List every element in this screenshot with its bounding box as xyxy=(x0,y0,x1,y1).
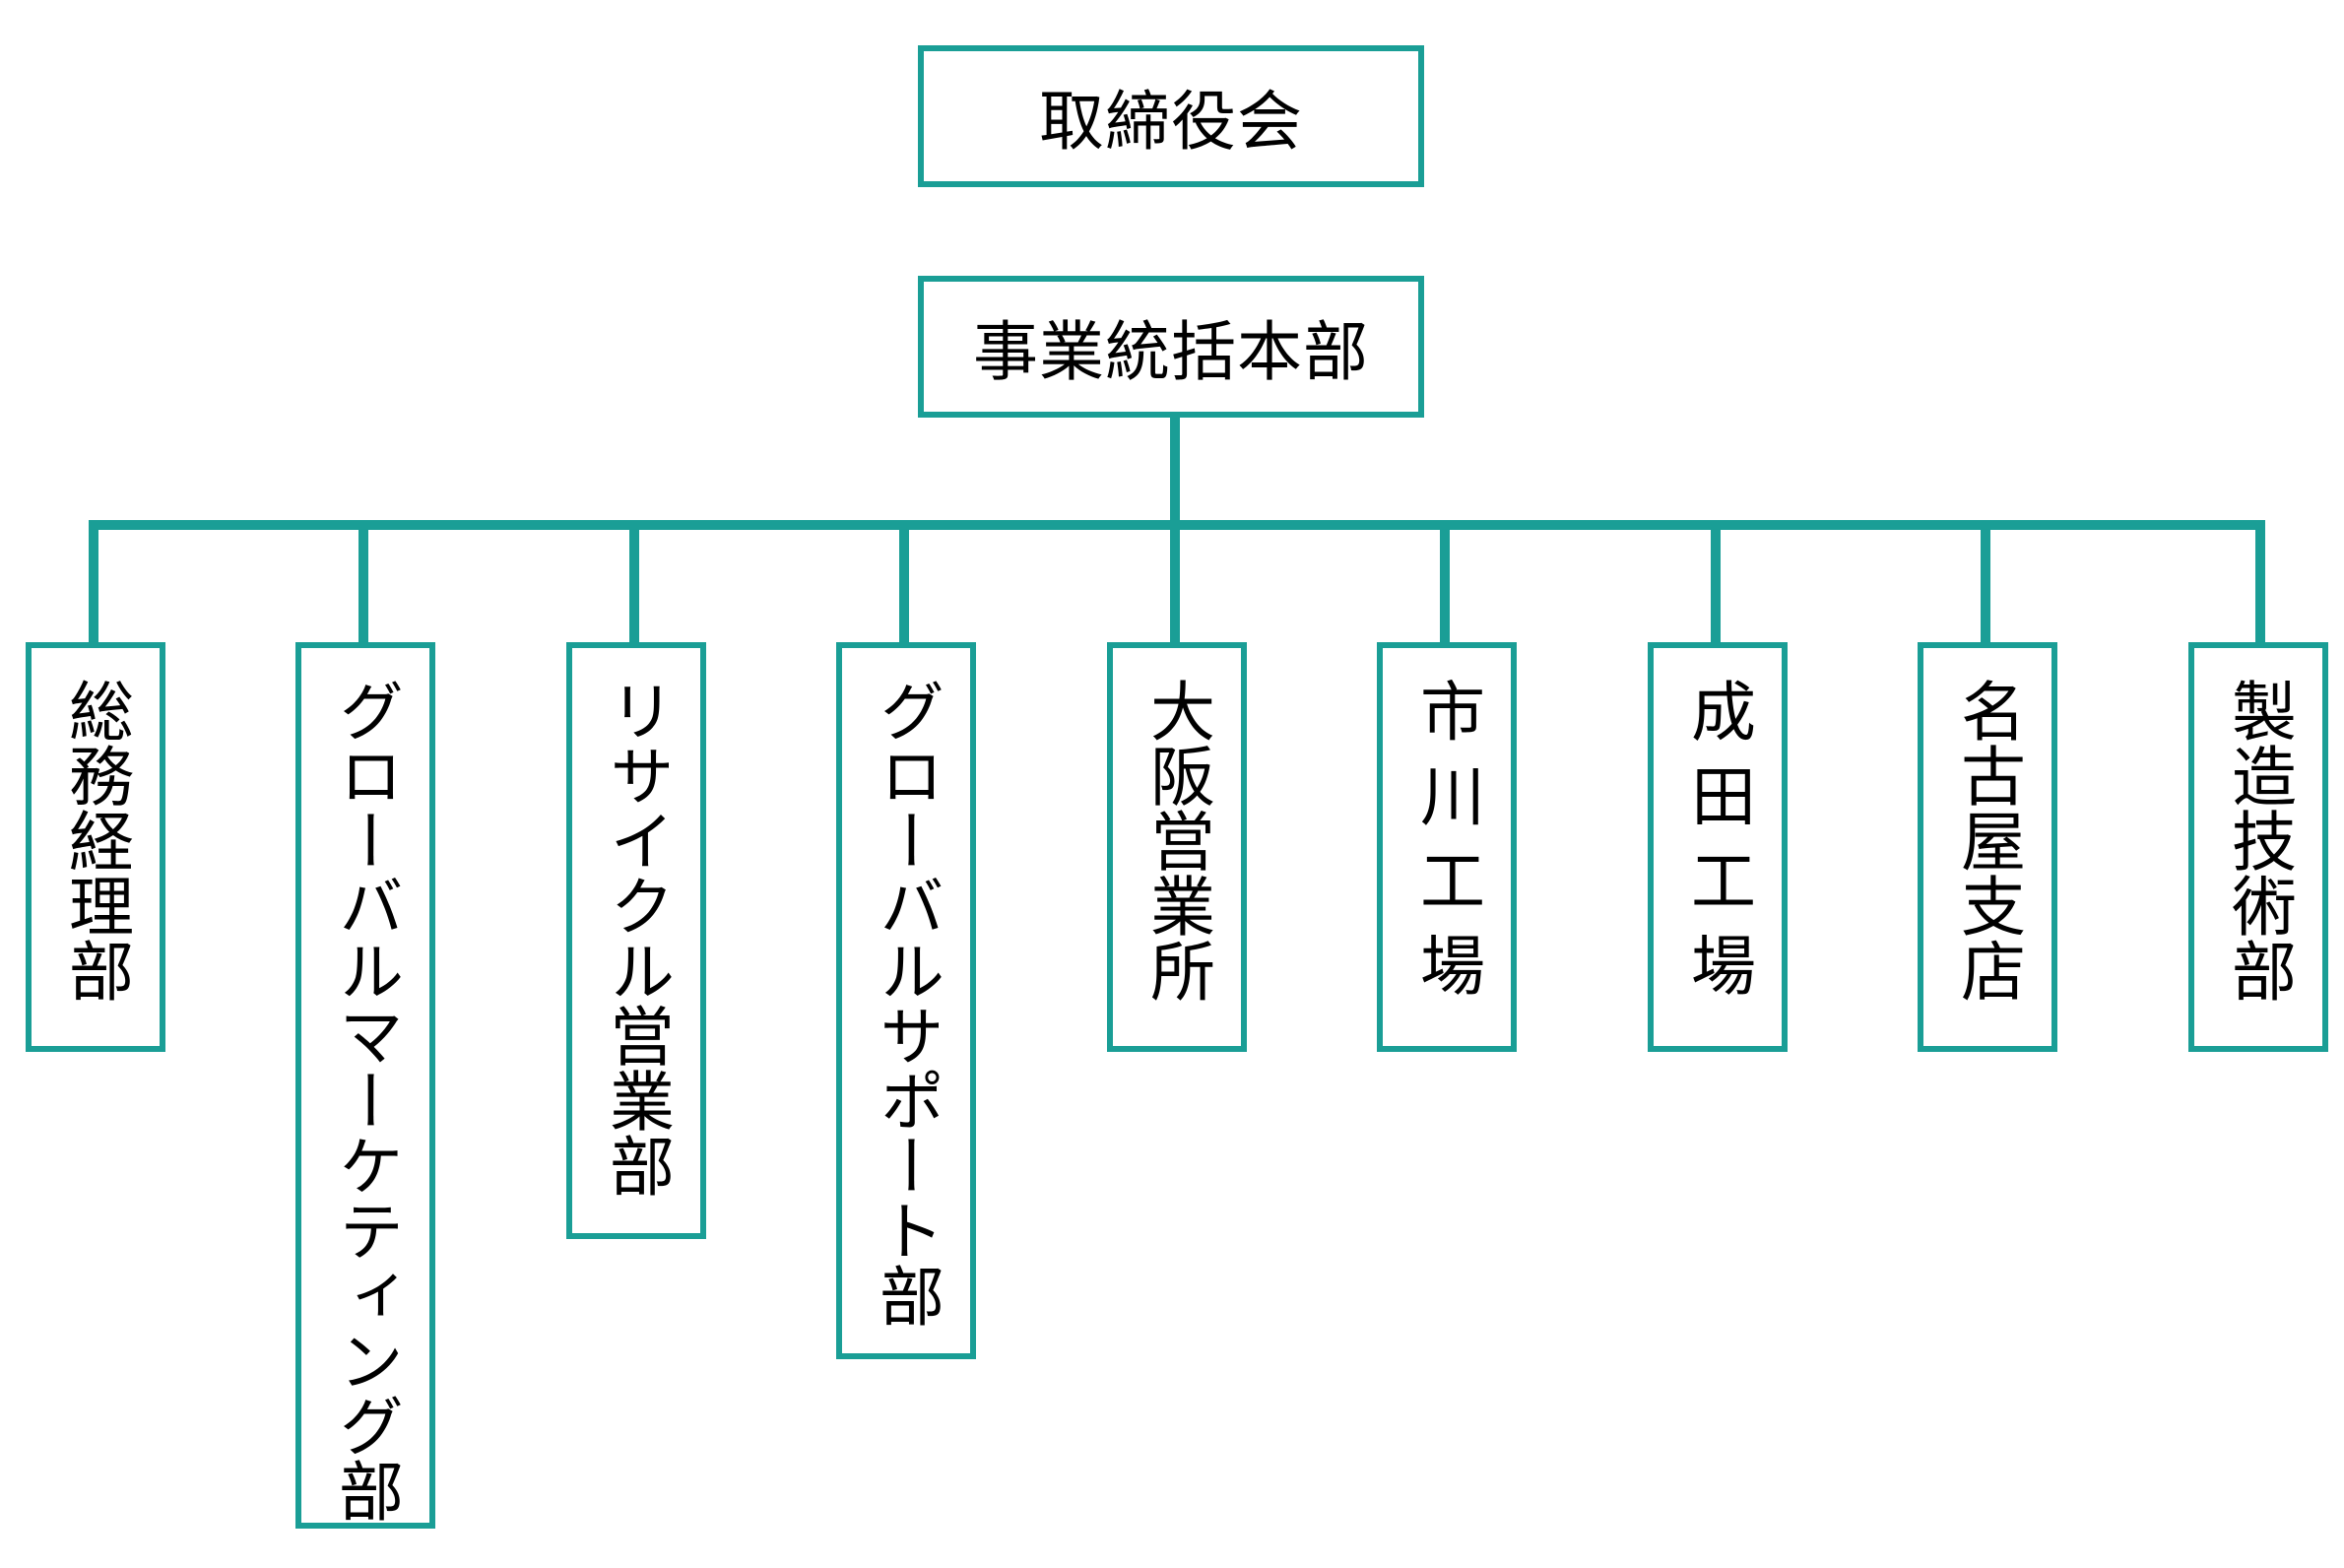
connector-dept-9 xyxy=(2255,520,2265,644)
department-label: グローバルサポート部 xyxy=(869,678,944,1328)
connector-dept-8 xyxy=(1981,520,1990,644)
board-label: 取締役会 xyxy=(1039,84,1303,160)
department-box-manufacturing-tech: 製造技術部 xyxy=(2188,642,2328,1052)
department-label: リサイクル営業部 xyxy=(599,678,675,1198)
department-label: 製造技術部 xyxy=(2221,678,2297,1003)
hq-label: 事業統括本部 xyxy=(973,314,1369,390)
connector-dept-4 xyxy=(899,520,909,644)
connector-hq-down xyxy=(1170,410,1180,522)
department-box-nagoya-branch: 名古屋支店 xyxy=(1918,642,2057,1052)
department-box-soumu-keiri: 総務経理部 xyxy=(26,642,165,1052)
department-label: 市川工場 xyxy=(1409,678,1485,1016)
department-label: 大阪営業所 xyxy=(1139,678,1215,1003)
department-box-recycle-sales: リサイクル営業部 xyxy=(566,642,706,1239)
department-label: グローバルマーケティング部 xyxy=(328,678,404,1523)
department-box-ichikawa-factory: 市川工場 xyxy=(1377,642,1517,1052)
hq-box: 事業統括本部 xyxy=(918,276,1424,418)
department-label: 名古屋支店 xyxy=(1950,678,2026,1003)
department-label: 総務経理部 xyxy=(58,678,134,1003)
connector-dept-6 xyxy=(1440,520,1450,644)
department-label: 成田工場 xyxy=(1680,678,1756,1016)
department-box-global-support: グローバルサポート部 xyxy=(836,642,976,1359)
connector-dept-3 xyxy=(629,520,639,644)
board-box: 取締役会 xyxy=(918,45,1424,187)
department-box-narita-factory: 成田工場 xyxy=(1648,642,1788,1052)
department-box-osaka-office: 大阪営業所 xyxy=(1107,642,1247,1052)
connector-dept-1 xyxy=(89,520,98,644)
connector-dept-7 xyxy=(1711,520,1721,644)
connector-dept-2 xyxy=(358,520,368,644)
department-box-global-marketing: グローバルマーケティング部 xyxy=(295,642,435,1529)
connector-dept-5 xyxy=(1170,520,1180,644)
